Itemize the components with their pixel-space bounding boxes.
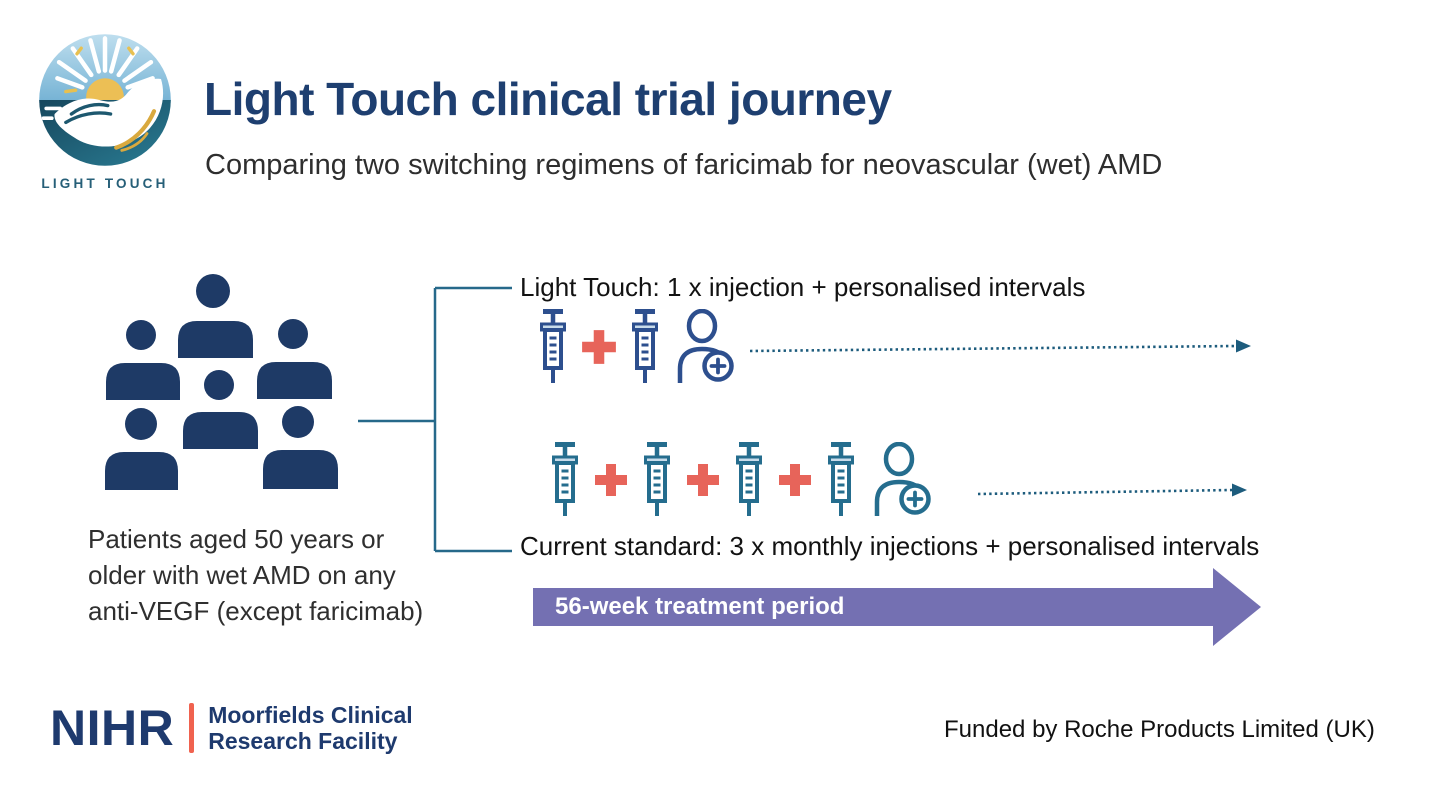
dotted-arrow-icon	[977, 483, 1247, 497]
treatment-period-label: 56-week treatment period	[555, 593, 845, 620]
plus-icon	[582, 330, 616, 364]
funding-note: Funded by Roche Products Limited (UK)	[944, 716, 1375, 743]
arm1-label: Light Touch: 1 x injection + personalise…	[520, 272, 1086, 302]
light-touch-logo-icon	[39, 34, 171, 166]
nihr-partner-name: Moorfields Clinical Research Facility	[208, 700, 412, 756]
syringe-icon	[828, 442, 854, 516]
syringe-icon	[552, 442, 578, 516]
plus-icon	[687, 464, 719, 496]
logo-wordmark: LIGHT TOUCH	[41, 176, 169, 191]
person-silhouette	[178, 274, 253, 358]
nihr-wordmark: NIHR	[50, 700, 175, 756]
treatment-period-arrow: 56-week treatment period	[533, 588, 1213, 626]
nihr-divider	[189, 703, 195, 753]
arm2-label: Current standard: 3 x monthly injections…	[520, 531, 1260, 561]
people-group-icon	[105, 274, 338, 490]
syringe-icon	[632, 309, 658, 383]
person-silhouette	[105, 408, 178, 490]
arm1-icon-row	[536, 308, 734, 386]
person-silhouette	[263, 406, 338, 489]
nihr-logo: NIHR Moorfields Clinical Research Facili…	[50, 700, 413, 756]
person-silhouette	[257, 319, 332, 399]
person-silhouette	[106, 320, 180, 400]
syringe-icon	[644, 442, 670, 516]
treatment-period-arrowhead-icon	[1213, 568, 1261, 646]
population-description: Patients aged 50 years or older with wet…	[88, 524, 424, 626]
syringe-icon	[736, 442, 762, 516]
plus-icon	[595, 464, 627, 496]
plus-icon	[779, 464, 811, 496]
person-silhouette	[183, 370, 258, 449]
dotted-arrow-icon	[749, 339, 1251, 353]
arm2-icon-row	[548, 441, 931, 519]
nihr-partner-line1: Moorfields Clinical	[208, 702, 413, 728]
light-touch-logo: LIGHT TOUCH	[33, 30, 177, 191]
patient-personalised-icon	[874, 442, 931, 516]
patient-personalised-icon	[677, 309, 734, 383]
page-subtitle: Comparing two switching regimens of fari…	[205, 149, 1163, 181]
syringe-icon	[540, 309, 566, 383]
branch-bracket	[358, 286, 512, 553]
nihr-partner-line2: Research Facility	[208, 728, 398, 754]
page-title: Light Touch clinical trial journey	[204, 73, 892, 125]
